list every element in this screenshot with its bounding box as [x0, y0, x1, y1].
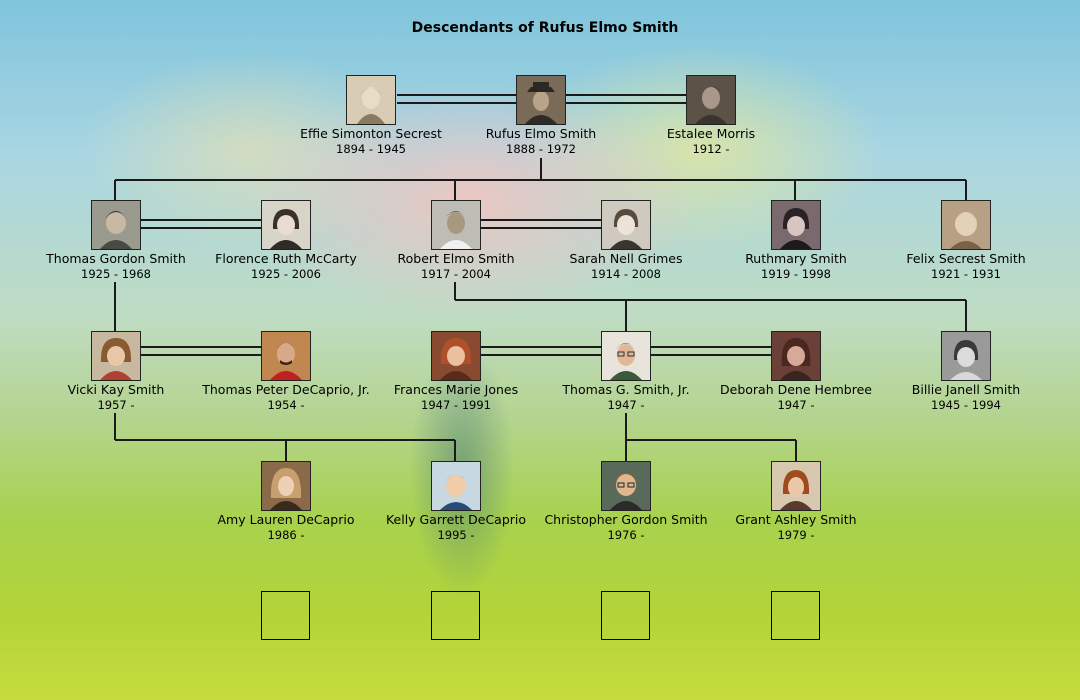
- person-dates: 1888 - 1972: [506, 142, 576, 156]
- portrait-woman-icon: [771, 331, 821, 381]
- person-dates: 1947 - 1991: [421, 398, 491, 412]
- person-name: Thomas Peter DeCaprio, Jr.: [202, 382, 370, 397]
- person-dates: 1925 - 1968: [81, 267, 151, 281]
- portrait-man-icon: [91, 200, 141, 250]
- person-dates: 1919 - 1998: [761, 267, 831, 281]
- person-name: Kelly Garrett DeCaprio: [385, 512, 527, 527]
- person-name: Vicki Kay Smith: [67, 382, 165, 397]
- sepia-portrait-man-hat-icon: [516, 75, 566, 125]
- empty-photo-slot[interactable]: [601, 591, 650, 640]
- person-dates: 1986 -: [267, 528, 305, 542]
- person-dates: 1921 - 1931: [931, 267, 1001, 281]
- person-dates: 1914 - 2008: [591, 267, 661, 281]
- empty-photo-slot[interactable]: [261, 591, 310, 640]
- person-name: Amy Lauren DeCaprio: [217, 512, 355, 527]
- sepia-portrait-woman-icon: [346, 75, 396, 125]
- person-name: Robert Elmo Smith: [397, 251, 515, 266]
- portrait-woman-icon: [91, 331, 141, 381]
- person-dates: 1945 - 1994: [931, 398, 1001, 412]
- person-name: Ruthmary Smith: [745, 251, 847, 266]
- portrait-man-icon: [601, 331, 651, 381]
- person-dates: 1957 -: [97, 398, 135, 412]
- empty-photo-slot[interactable]: [431, 591, 480, 640]
- person-name: Grant Ashley Smith: [735, 512, 857, 527]
- person-dates: 1912 -: [692, 142, 730, 156]
- person-dates: 1947 -: [607, 398, 645, 412]
- portrait-man-icon: [771, 461, 821, 511]
- person-dates: 1995 -: [437, 528, 475, 542]
- person-name: Sarah Nell Grimes: [569, 251, 683, 266]
- portrait-woman-icon: [261, 461, 311, 511]
- person-name: Christopher Gordon Smith: [544, 512, 708, 527]
- person-name: Florence Ruth McCarty: [215, 251, 357, 266]
- person-dates: 1917 - 2004: [421, 267, 491, 281]
- portrait-woman-icon: [431, 331, 481, 381]
- person-dates: 1925 - 2006: [251, 267, 321, 281]
- portrait-man-icon: [601, 461, 651, 511]
- sepia-portrait-man-icon: [686, 75, 736, 125]
- person-name: Felix Secrest Smith: [906, 251, 1026, 266]
- person-name: Frances Marie Jones: [393, 382, 519, 397]
- empty-photo-slot[interactable]: [771, 591, 820, 640]
- person-name: Billie Janell Smith: [911, 382, 1021, 397]
- portrait-woman-icon: [771, 200, 821, 250]
- portrait-child-icon: [941, 331, 991, 381]
- person-dates: 1954 -: [267, 398, 305, 412]
- portrait-man-icon: [261, 331, 311, 381]
- person-dates: 1976 -: [607, 528, 645, 542]
- person-name: Thomas Gordon Smith: [46, 251, 186, 266]
- person-name: Rufus Elmo Smith: [485, 126, 597, 141]
- person-name: Deborah Dene Hembree: [720, 382, 872, 397]
- person-dates: 1894 - 1945: [336, 142, 406, 156]
- person-name: Effie Simonton Secrest: [300, 126, 442, 141]
- page-title: Descendants of Rufus Elmo Smith: [411, 20, 679, 36]
- portrait-child-icon: [431, 461, 481, 511]
- person-name: Thomas G. Smith, Jr.: [562, 382, 690, 397]
- portrait-woman-icon: [261, 200, 311, 250]
- portrait-woman-icon: [601, 200, 651, 250]
- person-dates: 1947 -: [777, 398, 815, 412]
- portrait-man-icon: [431, 200, 481, 250]
- person-name: Estalee Morris: [666, 126, 756, 141]
- sepia-portrait-child-icon: [941, 200, 991, 250]
- person-dates: 1979 -: [777, 528, 815, 542]
